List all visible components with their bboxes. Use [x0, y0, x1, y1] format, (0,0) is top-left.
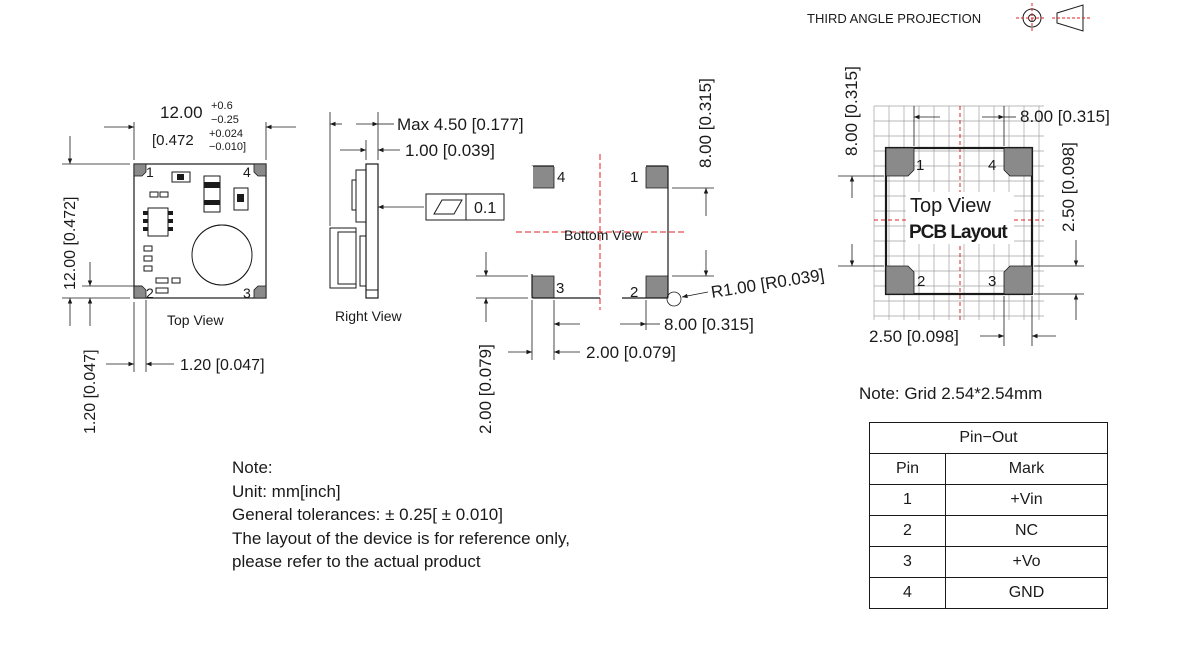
table-row: 2 NC: [869, 515, 1108, 547]
side-pcb: [365, 163, 379, 299]
bottom-view: Bottom View 4 1 3 2 8.00 [0.315] R1.00 […: [476, 78, 826, 434]
right-view-caption: Right View: [335, 308, 403, 324]
pin-cell: 3: [869, 546, 946, 578]
top-pin-4: 4: [243, 164, 251, 180]
note-line: General tolerances: ± 0.25[ ± 0.010]: [232, 505, 503, 524]
top-pin-1: 1: [146, 164, 154, 180]
pcb-dim-right: 2.50 [0.098]: [1059, 142, 1078, 232]
pcb-dim-left: 8.00 [0.315]: [842, 66, 861, 156]
bottom-pad-width-dim: 2.00 [0.079]: [586, 343, 676, 362]
top-pin-3: 3: [243, 285, 251, 301]
bottom-pad-height-dim: 2.00 [0.079]: [476, 344, 495, 434]
pcb-subtitle: PCB Layout: [909, 222, 1008, 243]
mark-cell: +Vo: [945, 546, 1108, 578]
bottom-pad-2: [645, 275, 669, 299]
bottom-pin-2: 2: [630, 284, 638, 301]
mark-cell: NC: [945, 515, 1108, 547]
pcb-pad-4: [1003, 147, 1033, 177]
top-pad-dim-v: 1.20 [0.047]: [82, 349, 99, 434]
bottom-pin-3: 3: [556, 280, 564, 297]
radius-dim: R1.00 [R0.039]: [710, 265, 826, 302]
note-line: The layout of the device is for referenc…: [232, 528, 570, 548]
pcb-pin-4: 4: [988, 157, 996, 174]
general-notes: Note: Unit: mm[inch] General tolerances:…: [232, 456, 570, 574]
pinout-table: Pin−Out Pin Mark 1 +Vin 2 NC 3 +Vo 4 GND: [869, 422, 1108, 609]
projection-symbol: THIRD ANGLE PROJECTION: [807, 3, 1090, 33]
top-width-in: [0.472: [152, 132, 194, 149]
note-line: please refer to the actual product: [232, 552, 481, 571]
module-body: [133, 163, 267, 299]
top-width-tol-plus: +0.6: [211, 100, 233, 112]
pcb-pad-3: [1003, 265, 1033, 295]
table-row: 4 GND: [869, 577, 1108, 609]
bottom-pad-1: [645, 165, 669, 189]
flatness-value: 0.1: [474, 200, 496, 217]
pin-cell: 4: [869, 577, 946, 609]
bottom-view-caption: Bottom View: [564, 227, 643, 243]
note-line: Note:: [232, 458, 273, 477]
table-row: 1 +Vin: [869, 484, 1108, 516]
max-height-dim: Max 4.50 [0.177]: [397, 115, 524, 134]
pcb-dim-bottom: 2.50 [0.098]: [869, 327, 959, 346]
bottom-pad-4: [531, 165, 555, 189]
projection-label: THIRD ANGLE PROJECTION: [807, 11, 981, 26]
grid-note: Note: Grid 2.54*2.54mm: [859, 384, 1043, 403]
pin-cell: 1: [869, 484, 946, 516]
pinout-header-pin: Pin: [869, 453, 946, 485]
mark-cell: GND: [945, 577, 1108, 609]
pcb-pin-1: 1: [916, 157, 924, 174]
pcb-layout: 1 4 2 3 Top View PCB Layout 8.00 [0.315]…: [838, 66, 1110, 346]
pin-cell: 2: [869, 515, 946, 547]
bottom-height-dim: 8.00 [0.315]: [696, 78, 715, 168]
bottom-pad-3: [531, 275, 555, 299]
top-width-mm: 12.00: [160, 103, 203, 122]
pcb-thickness-dim: 1.00 [0.039]: [405, 141, 495, 160]
bottom-pin-1: 1: [630, 169, 638, 186]
pcb-pad-2: [885, 265, 915, 295]
top-width-in-tol-plus: +0.024: [209, 128, 243, 140]
pcb-pin-3: 3: [988, 273, 996, 290]
pinout-title: Pin−Out: [869, 422, 1108, 454]
flatness-frame: [425, 193, 505, 221]
bottom-pin-4: 4: [557, 169, 565, 186]
mark-cell: +Vin: [945, 484, 1108, 516]
pcb-pin-2: 2: [917, 273, 925, 290]
top-view-caption: Top View: [167, 312, 224, 328]
top-pad-dim-h: 1.20 [0.047]: [180, 357, 265, 374]
top-width-in-tol-minus: −0.010]: [209, 141, 246, 153]
table-row: 3 +Vo: [869, 546, 1108, 578]
pcb-dim-top: 8.00 [0.315]: [1020, 107, 1110, 126]
pinout-header-mark: Mark: [945, 453, 1108, 485]
note-line: Unit: mm[inch]: [232, 481, 341, 501]
top-view: 1 4 2 3 12.00 +0.6 −0.25 [0.472 +0.024 −…: [62, 100, 296, 434]
right-view: Max 4.50 [0.177] 1.00 [0.039] 0.1 Right …: [329, 112, 524, 324]
top-width-tol-minus: −0.25: [211, 114, 239, 126]
pcb-title: Top View: [910, 195, 991, 217]
bottom-width-dim: 8.00 [0.315]: [664, 315, 754, 334]
top-height-dim: 12.00 [0.472]: [62, 197, 79, 290]
pcb-pad-1: [885, 147, 915, 177]
top-pin-2: 2: [146, 285, 154, 301]
